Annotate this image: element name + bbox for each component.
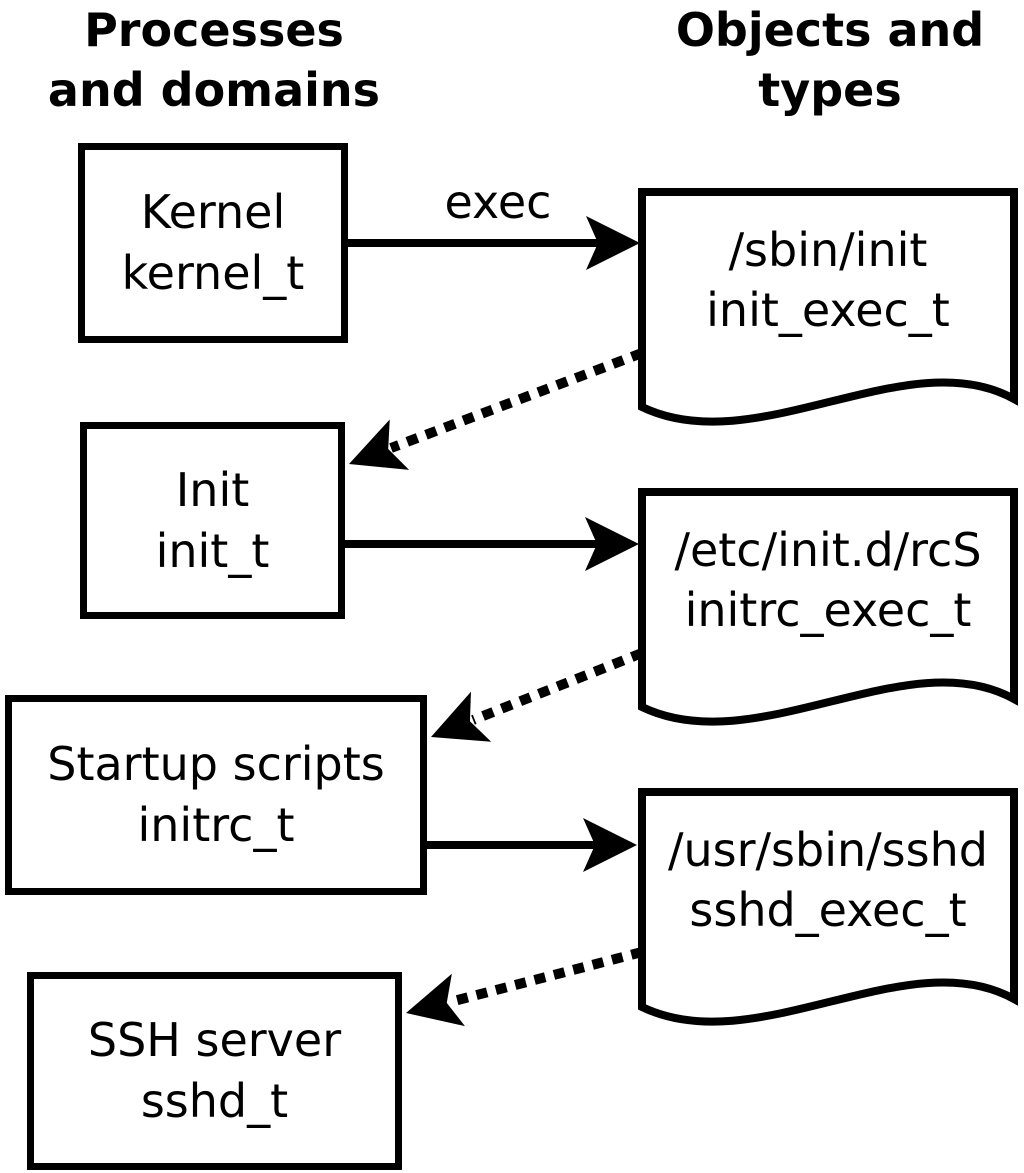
- object-path: /sbin/init: [728, 223, 928, 277]
- object-label-usr-sbin-sshd: /usr/sbin/sshd sshd_exec_t: [642, 820, 1014, 940]
- object-path: /etc/init.d/rcS: [674, 523, 982, 577]
- exec-arrow-label: exec: [444, 175, 552, 229]
- process-box-kernel: Kernel kernel_t: [78, 143, 348, 343]
- document-shape-sshd-exec: [638, 788, 1018, 1026]
- exec-arrow-init-to-rcs: [345, 517, 639, 571]
- object-path: /usr/sbin/sshd: [668, 823, 988, 877]
- exec-arrow-kernel-to-sbin-init: [348, 216, 640, 270]
- document-shape-init-exec: [638, 188, 1018, 426]
- arrowhead-icon: [431, 691, 492, 742]
- object-label-etc-initd-rcs: /etc/init.d/rcS initrc_exec_t: [642, 520, 1014, 640]
- column-header-processes: Processes and domains: [24, 0, 404, 120]
- arrowhead-icon: [585, 517, 639, 571]
- process-type: initrc_t: [137, 798, 295, 852]
- header-line: Objects and: [675, 3, 985, 57]
- exec-arrow-initrc-to-sshd: [427, 818, 637, 872]
- transition-arrow-sshd-exec-to-sshd: [406, 947, 644, 1027]
- process-type: kernel_t: [121, 246, 305, 300]
- process-box-init: Init init_t: [80, 422, 345, 619]
- document-shape-initrc-exec: [638, 488, 1018, 726]
- arrowhead-icon: [586, 216, 640, 270]
- process-name: Kernel: [140, 185, 286, 239]
- process-name: Startup scripts: [47, 737, 385, 791]
- process-name: SSH server: [87, 1013, 342, 1067]
- header-line: types: [758, 63, 902, 117]
- arrowhead-icon: [349, 419, 410, 470]
- object-label-sbin-init: /sbin/init init_exec_t: [642, 220, 1014, 340]
- process-type: sshd_t: [140, 1074, 289, 1128]
- transition-arrow-rcs-to-initrc: [431, 648, 644, 742]
- object-type: sshd_exec_t: [689, 883, 967, 937]
- arrowhead-icon: [583, 818, 637, 872]
- header-line: Processes: [84, 3, 344, 57]
- object-type: init_exec_t: [706, 283, 950, 337]
- header-line: and domains: [47, 63, 381, 117]
- process-box-ssh-server: SSH server sshd_t: [27, 972, 402, 1170]
- transition-arrow-sbin-init-to-init: [349, 348, 644, 470]
- object-type: initrc_exec_t: [684, 583, 972, 637]
- process-name: Init: [175, 462, 250, 517]
- arrowhead-icon: [406, 973, 465, 1027]
- process-box-startup-scripts: Startup scripts initrc_t: [5, 695, 427, 895]
- column-header-objects: Objects and types: [640, 0, 1020, 120]
- process-type: init_t: [155, 523, 270, 578]
